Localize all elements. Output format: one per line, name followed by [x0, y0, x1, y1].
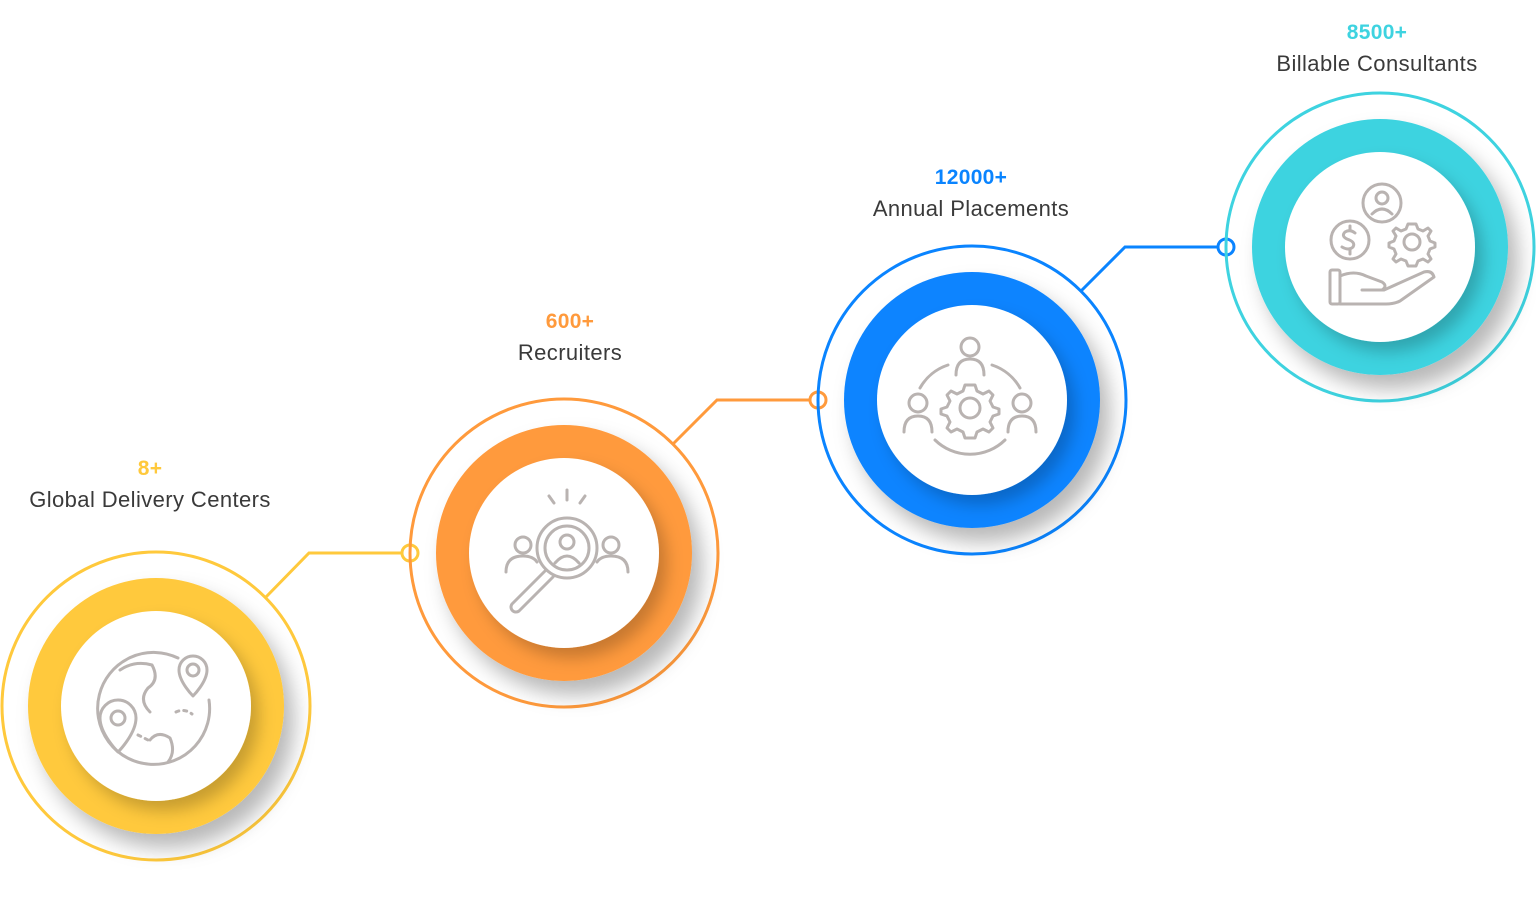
connector-2 [670, 390, 828, 447]
milestone-caption: Annual Placements [872, 196, 1070, 221]
connector-3 [1078, 237, 1236, 294]
milestone-caption: Billable Consultants [1276, 51, 1478, 76]
milestone-node-1 [0, 550, 312, 862]
hand-money-gear-icon [1328, 182, 1437, 306]
milestone-caption: Global Delivery Centers [29, 487, 271, 512]
milestone-node-2 [408, 397, 720, 709]
milestone-node-3 [816, 244, 1128, 556]
milestone-label-2: 600+ Recruiters [390, 310, 750, 366]
milestone-value: 12000+ [934, 166, 1008, 189]
team-gear-icon [902, 336, 1038, 456]
connector-1 [263, 543, 420, 600]
milestone-value: 8+ [137, 457, 163, 480]
milestone-caption: Recruiters [517, 340, 623, 365]
milestone-value: 600+ [545, 310, 595, 333]
milestone-label-4: 8500+ Billable Consultants [1197, 21, 1536, 77]
milestone-label-1: 8+ Global Delivery Centers [0, 457, 330, 513]
milestone-value: 8500+ [1346, 21, 1408, 44]
recruiter-search-icon [504, 488, 630, 614]
milestone-label-3: 12000+ Annual Placements [791, 166, 1151, 222]
milestone-node-4 [1224, 91, 1536, 403]
globe-location-icon [96, 650, 212, 766]
